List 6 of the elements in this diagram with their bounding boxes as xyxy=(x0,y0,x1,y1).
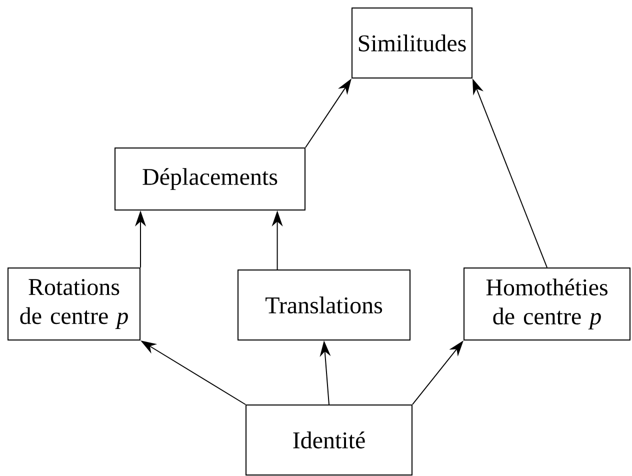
label-box: Similitudes xyxy=(352,8,472,78)
label-box: Déplacements xyxy=(114,148,306,210)
label-box: Translations xyxy=(238,270,410,340)
label-box: Rotations de centre p xyxy=(8,268,140,340)
label-box: Homothéties de centre p xyxy=(464,268,630,340)
label-box: Identité xyxy=(246,404,412,476)
